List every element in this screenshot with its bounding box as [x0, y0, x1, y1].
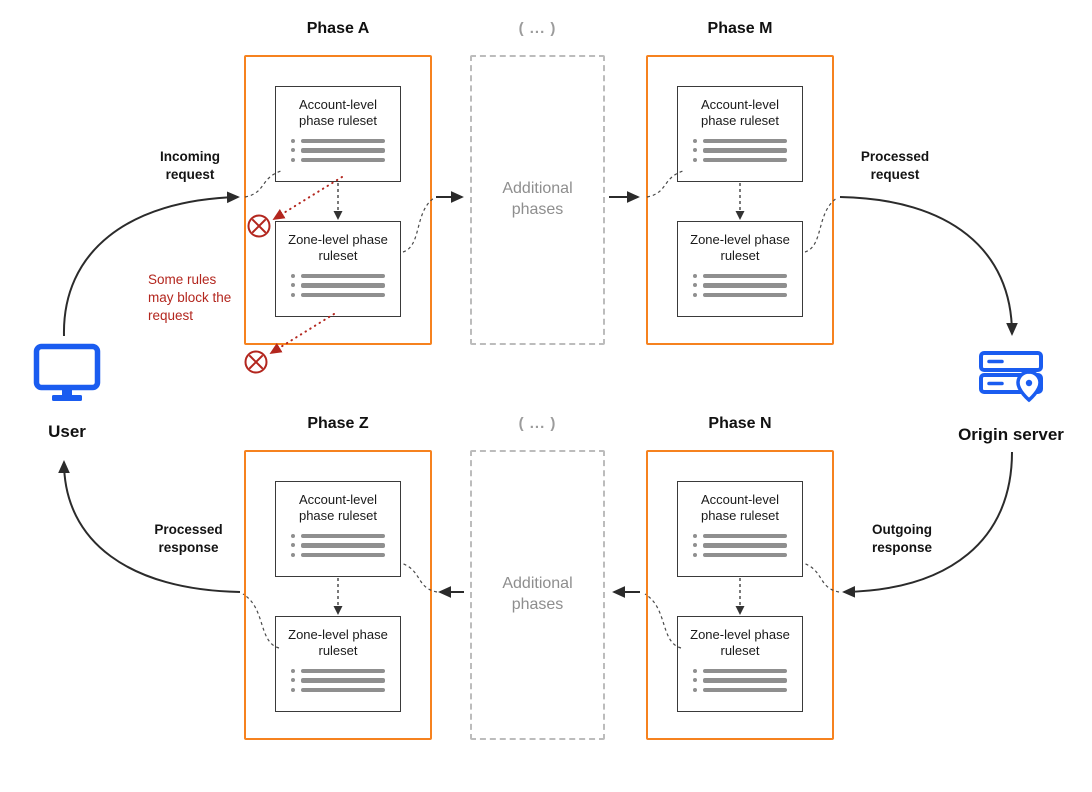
- user-node: [33, 343, 101, 408]
- additional-phases-bottom: ( ... ) Additional phases: [470, 415, 605, 740]
- ruleset-list-icon: [693, 138, 787, 162]
- blocked-circle-x-icon: [244, 350, 268, 374]
- ruleset-label: Zone-level phase ruleset: [690, 232, 790, 264]
- block-warning-text: Some rules may block the request: [148, 272, 232, 324]
- zone-ruleset-box: Zone-level phase ruleset: [677, 221, 803, 317]
- phase-box: Account-level phase ruleset Zone-level p…: [244, 55, 432, 345]
- additional-phases-box: Additional phases: [470, 55, 605, 345]
- ruleset-list-icon: [291, 138, 385, 162]
- phase-title: Phase A: [306, 20, 370, 37]
- phase-box: Account-level phase ruleset Zone-level p…: [244, 450, 432, 740]
- ruleset-flow-arrow: [735, 578, 745, 615]
- user-label: User: [48, 422, 86, 441]
- ruleset-label: Account-level phase ruleset: [298, 492, 378, 524]
- ruleset-list-icon: [693, 668, 787, 692]
- processed-request-label: Processed request: [860, 149, 930, 182]
- origin-server-node: [978, 347, 1044, 412]
- phase-n: Phase N Account-level phase ruleset Zone…: [646, 415, 834, 740]
- ruleset-list-icon: [693, 533, 787, 557]
- server-location-icon: [979, 351, 1043, 403]
- ruleset-label: Account-level phase ruleset: [298, 97, 378, 129]
- phase-box: Account-level phase ruleset Zone-level p…: [646, 450, 834, 740]
- ruleset-flow-arrow: [333, 578, 343, 615]
- additional-phases-box: Additional phases: [470, 450, 605, 740]
- phase-title: Phase N: [708, 415, 772, 432]
- phase-title: Phase M: [707, 20, 773, 37]
- ruleset-label: Account-level phase ruleset: [700, 97, 780, 129]
- phase-a: Phase A Account-level phase ruleset Zone…: [244, 20, 432, 345]
- account-ruleset-box: Account-level phase ruleset: [275, 86, 401, 182]
- ruleset-flow-arrow: [735, 183, 745, 220]
- ruleset-flow-arrow: [333, 183, 343, 220]
- ruleset-list-icon: [291, 533, 385, 557]
- account-ruleset-box: Account-level phase ruleset: [677, 481, 803, 577]
- phase-box: Account-level phase ruleset Zone-level p…: [646, 55, 834, 345]
- ruleset-list-icon: [693, 273, 787, 297]
- processed-response-label: Processed response: [154, 522, 223, 555]
- ruleset-list-icon: [291, 668, 385, 692]
- account-ruleset-box: Account-level phase ruleset: [677, 86, 803, 182]
- ellipsis-header: ( ... ): [518, 415, 557, 432]
- phase-z: Phase Z Account-level phase ruleset Zone…: [244, 415, 432, 740]
- outgoing-response-label: Outgoing response: [871, 522, 933, 555]
- additional-phases-label: Additional phases: [502, 575, 573, 613]
- ellipsis-header: ( ... ): [518, 20, 557, 37]
- ruleset-label: Account-level phase ruleset: [700, 492, 780, 524]
- additional-phases-label: Additional phases: [502, 180, 573, 218]
- phase-m: Phase M Account-level phase ruleset Zone…: [646, 20, 834, 345]
- zone-ruleset-box: Zone-level phase ruleset: [677, 616, 803, 712]
- ruleset-label: Zone-level phase ruleset: [288, 232, 388, 264]
- account-ruleset-box: Account-level phase ruleset: [275, 481, 401, 577]
- origin-server-label: Origin server: [958, 425, 1064, 444]
- arrow-phase-m-to-origin: [839, 196, 1018, 336]
- phase-title: Phase Z: [307, 415, 369, 432]
- ruleset-label: Zone-level phase ruleset: [690, 627, 790, 659]
- zone-ruleset-box: Zone-level phase ruleset: [275, 616, 401, 712]
- ruleset-list-icon: [291, 273, 385, 297]
- ruleset-label: Zone-level phase ruleset: [288, 627, 388, 659]
- incoming-request-label: Incoming request: [160, 149, 220, 182]
- monitor-icon: [33, 343, 101, 401]
- zone-ruleset-box: Zone-level phase ruleset: [275, 221, 401, 317]
- additional-phases-top: ( ... ) Additional phases: [470, 20, 605, 345]
